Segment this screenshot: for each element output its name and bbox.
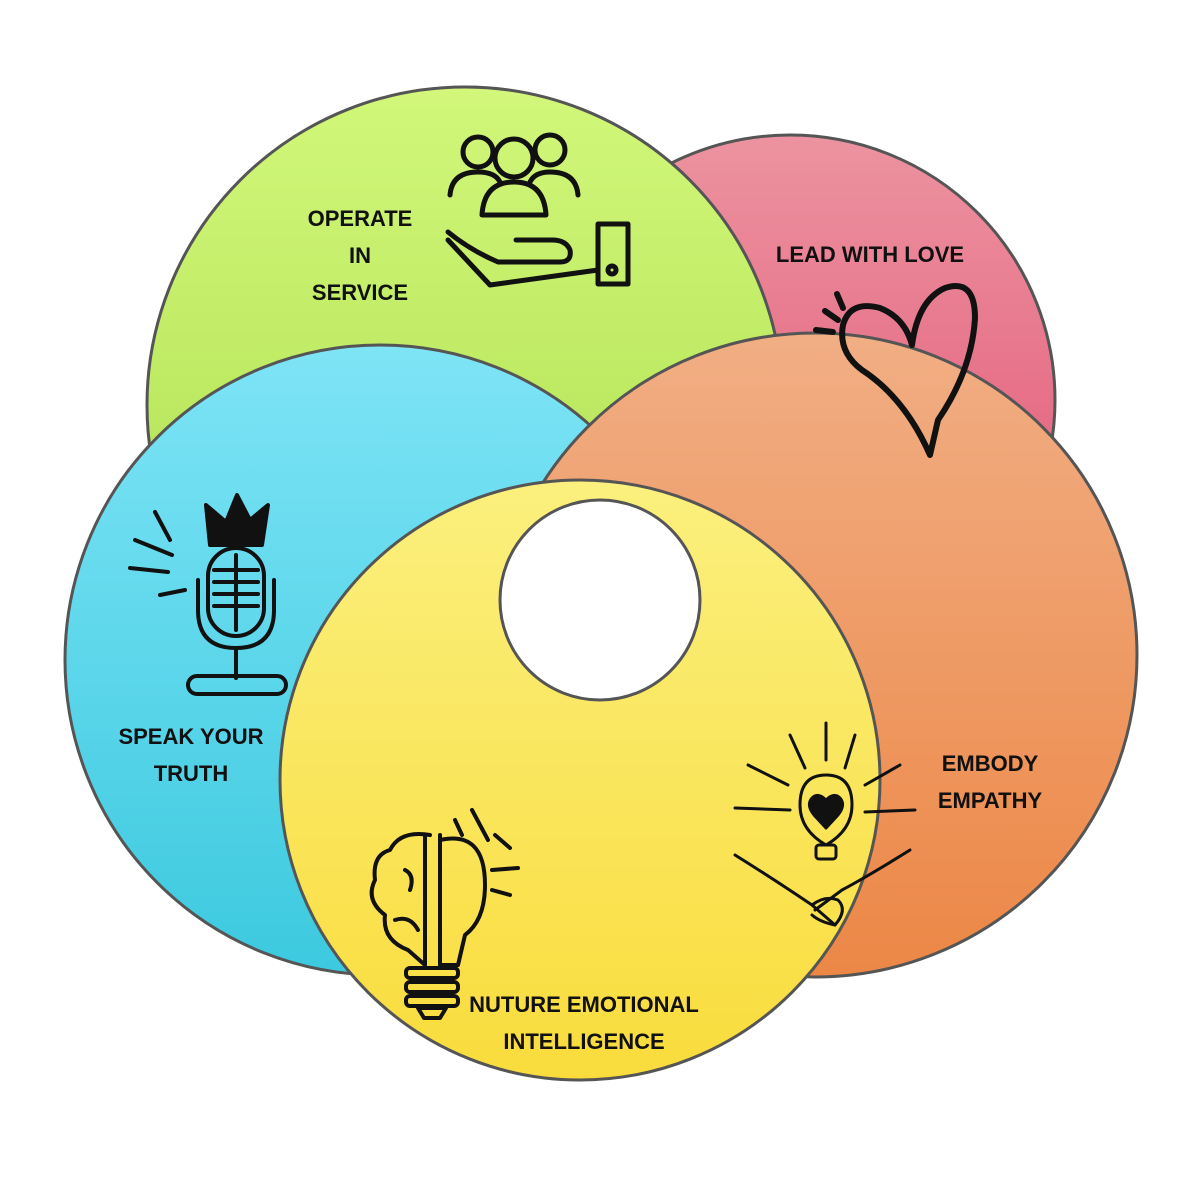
label-line: INTELLIGENCE	[503, 1029, 665, 1054]
label-line: SERVICE	[311, 280, 409, 305]
petal-emotional-intelligence	[278, 478, 882, 1082]
helping-hand-people-icon	[445, 132, 631, 288]
label-line: TRUTH	[153, 761, 229, 786]
label-speak-your-truth: SPEAK YOUR TRUTH	[100, 718, 282, 792]
label-line: OPERATE	[307, 206, 413, 231]
brain-lightbulb-icon	[369, 808, 520, 1020]
label-nurture-emotional-intelligence: NUTURE EMOTIONAL INTELLIGENCE	[450, 986, 718, 1060]
label-line: SPEAK YOUR	[118, 724, 264, 749]
label-line: NUTURE EMOTIONAL	[469, 992, 699, 1017]
crowned-microphone-icon	[128, 493, 288, 696]
center-hole	[498, 498, 702, 702]
label-line: EMPATHY	[937, 788, 1043, 813]
label-operate-in-service: OPERATE IN SERVICE	[270, 200, 450, 311]
heart-icon	[813, 283, 978, 458]
label-line: EMBODY	[941, 751, 1039, 776]
label-embody-empathy: EMBODY EMPATHY	[900, 745, 1080, 819]
label-line: LEAD WITH LOVE	[775, 242, 965, 267]
lightbulb-handshake-icon	[733, 721, 917, 927]
label-lead-with-love: LEAD WITH LOVE	[760, 236, 980, 273]
label-line: IN	[349, 243, 371, 268]
